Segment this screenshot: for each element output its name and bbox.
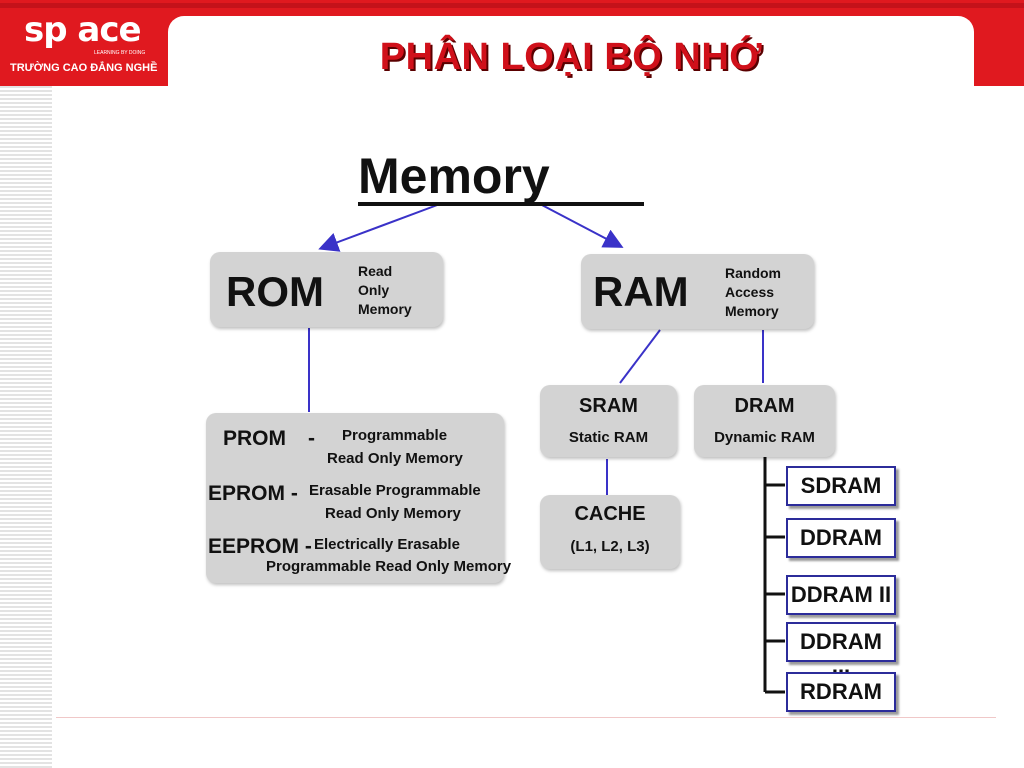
ram-full-line: Access: [725, 284, 775, 300]
eeprom-line1: Electrically Erasable: [314, 536, 460, 553]
cache-abbr: CACHE: [574, 503, 646, 525]
connector-ram-sram: [619, 329, 661, 384]
eprom-line1: Erasable Programmable: [309, 482, 481, 499]
sram-abbr: SRAM: [579, 395, 638, 417]
eeprom-line2: Programmable Read Only Memory: [266, 558, 512, 575]
ram-abbr: RAM: [593, 268, 689, 315]
dram-abbr: DRAM: [734, 395, 795, 417]
rom-full-line: Memory: [358, 301, 412, 317]
title-panel: PHÂN LOẠI BỘ NHỚ: [168, 16, 974, 88]
dram-type-ddram-ii: DDRAM II: [786, 575, 896, 615]
memory-root-label: Memory: [358, 148, 550, 204]
header-top-line: [0, 3, 1024, 8]
rom-abbr: ROM: [226, 268, 324, 315]
dram-type-sdram: SDRAM: [786, 466, 896, 506]
dram-type-ddram: DDRAM: [786, 518, 896, 558]
arrow-memory-rom: [318, 203, 441, 252]
rom-types-box: PROM - Programmable Read Only Memory EPR…: [206, 413, 511, 583]
ram-box: RAM Random Access Memory: [581, 254, 814, 329]
eeprom-abbr: EEPROM -: [208, 535, 312, 558]
ram-full-line: Memory: [725, 303, 779, 319]
ram-full: Random Access Memory: [725, 264, 781, 321]
rom-full-line: Only: [358, 282, 390, 298]
dram-box: DRAM Dynamic RAM: [694, 385, 835, 457]
rom-full: Read Only Memory: [358, 262, 412, 319]
ram-full-line: Random: [725, 265, 781, 281]
logo-brand: sp ace: [24, 10, 142, 50]
left-stripes: [0, 0, 52, 768]
memory-underline: [358, 202, 644, 206]
arrow-memory-ram: [539, 203, 624, 248]
eprom-abbr: EPROM -: [208, 482, 298, 505]
dram-type-rdram: RDRAM: [786, 672, 896, 712]
rom-box: ROM Read Only Memory: [210, 252, 443, 327]
rom-full-line: Read: [358, 263, 393, 279]
sram-full: Static RAM: [568, 429, 649, 446]
prom-line1: Programmable: [342, 427, 448, 444]
cache-box: CACHE (L1, L2, L3): [540, 495, 680, 569]
prom-abbr: PROM: [223, 427, 286, 450]
prom-sep: -: [308, 427, 315, 450]
eprom-line2: Read Only Memory: [325, 505, 461, 522]
prom-line2: Read Only Memory: [327, 450, 463, 467]
logo: sp ace LEARNING BY DOING TRƯỜNG CAO ĐẲNG…: [6, 4, 168, 84]
dram-type-ddram-iii: DDRAM III: [786, 622, 896, 690]
sram-box: SRAM Static RAM: [540, 385, 677, 457]
cache-full: (L1, L2, L3): [570, 538, 650, 555]
logo-tagline: LEARNING BY DOING: [94, 50, 146, 56]
logo-school: TRƯỜNG CAO ĐẲNG NGHỀ: [10, 62, 158, 74]
footer-divider: [56, 717, 996, 718]
page-title: PHÂN LOẠI BỘ NHỚ: [379, 36, 763, 78]
dram-full: Dynamic RAM: [714, 429, 815, 446]
